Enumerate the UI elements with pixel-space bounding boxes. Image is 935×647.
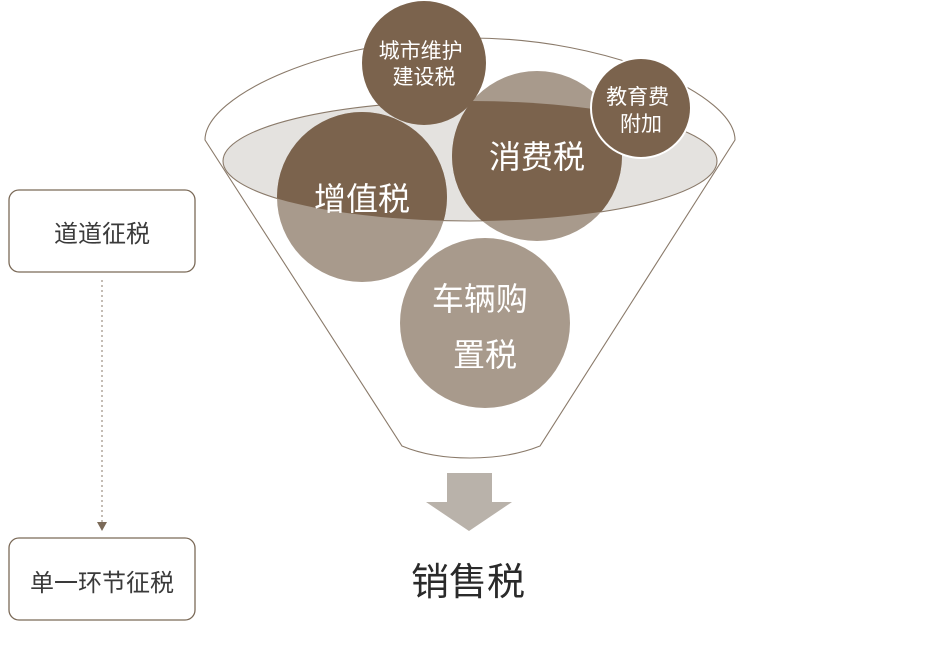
bubble-education-surcharge <box>590 57 692 159</box>
bubble-consumption-inside-opening <box>452 101 622 221</box>
bubble-vehicle-purchase-tax <box>400 238 570 408</box>
svg-text:城市维护 建设税: 城市维护 建设税 <box>379 39 470 89</box>
bubble-vat-label: 增值税 <box>314 180 410 218</box>
bubble-vehicle-line-1: 车辆购 <box>432 280 528 318</box>
bubble-education-line-2: 附加 <box>620 112 662 136</box>
box-single-stage-label: 单一环节征税 <box>30 569 174 597</box>
box-multi-stage-label: 道道征税 <box>54 220 150 248</box>
svg-text:车辆购 置税: 车辆购 置税 <box>432 280 538 374</box>
bubble-education-line-1: 教育费 <box>606 85 669 109</box>
connector-arrowhead <box>97 522 107 531</box>
bubble-vat-inside-opening <box>277 112 447 221</box>
box-multi-stage-tax: 道道征税 <box>8 189 196 273</box>
bubble-urban-line-2: 建设税 <box>393 65 456 89</box>
bubble-urban-maintenance-tax <box>362 1 486 125</box>
bubble-urban-line-1: 城市维护 <box>379 39 463 63</box>
result-sales-tax-label: 销售税 <box>411 560 525 604</box>
bubble-consumption-label: 消费税 <box>489 138 585 176</box>
down-arrow-icon <box>426 473 512 531</box>
bubble-vehicle-line-2: 置税 <box>453 336 517 374</box>
box-single-stage-tax: 单一环节征税 <box>8 537 196 621</box>
svg-text:教育费 附加: 教育费 附加 <box>606 85 676 136</box>
